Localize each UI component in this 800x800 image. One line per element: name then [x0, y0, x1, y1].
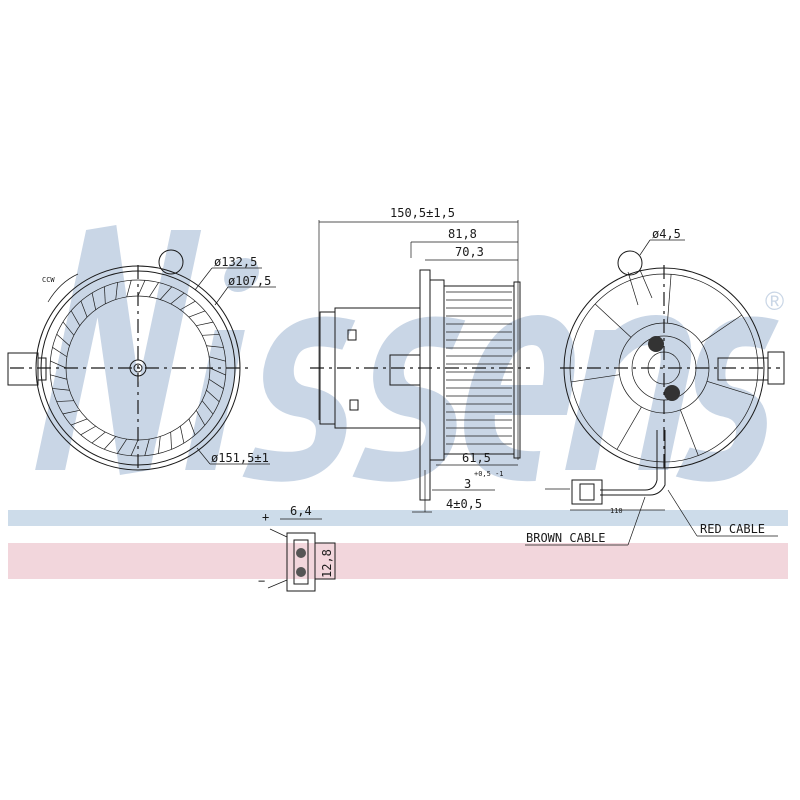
- fan-blade: [180, 300, 196, 311]
- fan-blade: [56, 333, 70, 347]
- dim-cable-length: 110: [610, 507, 623, 515]
- fan-blade: [103, 436, 117, 450]
- fan-blade: [91, 292, 97, 310]
- housing-spoke: [680, 409, 699, 456]
- fan-blade: [201, 400, 214, 415]
- fan-blade: [144, 439, 150, 456]
- fan-blade: [115, 282, 118, 300]
- rotation-label: CCW: [42, 276, 55, 284]
- nissens-watermark-logo: [35, 224, 779, 482]
- minus-terminal-label: −: [258, 574, 265, 588]
- fan-blade: [52, 347, 68, 358]
- housing-spoke: [701, 314, 742, 343]
- fan-blade: [137, 280, 146, 297]
- pink-band: [8, 543, 788, 579]
- fan-blade: [148, 282, 159, 298]
- side-view: 150,5±1,5 81,8 70,3 61,5 3 +0,5 -1 4±0,5: [310, 206, 530, 513]
- housing-spoke: [667, 274, 672, 324]
- connector-view: 6,4 12,8 + −: [258, 504, 336, 592]
- dim-connector-width: 6,4: [290, 504, 312, 518]
- dim-offset-2: 4±0,5: [446, 497, 482, 511]
- fan-blade: [130, 439, 139, 456]
- housing-spoke: [706, 380, 754, 397]
- fan-blade: [62, 409, 80, 415]
- fan-blade: [208, 378, 224, 389]
- fan-blade: [80, 425, 96, 436]
- fan-blade: [70, 310, 81, 326]
- fan-blade: [188, 310, 206, 318]
- rear-view: ø4,5 110 BROWN CABLE RED CABLE: [525, 227, 785, 546]
- registered-mark: ®: [765, 286, 784, 316]
- fan-blade: [158, 436, 161, 454]
- blue-band: [8, 510, 788, 526]
- fan-blade: [195, 410, 206, 426]
- dim-overall: 150,5±1,5: [390, 206, 455, 220]
- fan-blade: [50, 374, 67, 380]
- fan-blade: [104, 286, 106, 304]
- dim-wheel: 61,5: [462, 451, 491, 465]
- dim-hole-dia: ø4,5: [652, 227, 681, 241]
- fan-blade: [170, 292, 185, 305]
- dim-offset-1-tol: +0,5 -1: [474, 470, 504, 478]
- fan-blade: [91, 431, 106, 444]
- dim-offset-1: 3: [464, 477, 471, 491]
- fan-blade: [159, 286, 173, 300]
- housing-spoke: [616, 406, 642, 450]
- dim-depth-2: 70,3: [455, 245, 484, 259]
- red-cable-label: RED CABLE: [700, 522, 765, 536]
- fan-blade: [50, 360, 67, 369]
- fan-blade: [188, 418, 196, 436]
- front-view: CCW ø132,5 ø107,5 ø151,5±1: [7, 249, 276, 471]
- dim-dia-outer: ø132,5: [214, 255, 257, 269]
- fan-blade: [170, 432, 172, 450]
- fan-blade: [126, 280, 132, 297]
- fan-blade: [196, 321, 214, 327]
- fan-blade: [209, 356, 226, 362]
- fan-blade: [179, 426, 185, 444]
- brown-cable-label: BROWN CABLE: [526, 531, 605, 545]
- fan-blade: [206, 389, 220, 403]
- fan-blade: [206, 345, 224, 348]
- housing-spoke: [570, 374, 620, 383]
- dim-dia-inner: ø107,5: [228, 274, 271, 288]
- fan-blade: [56, 400, 74, 402]
- fan-blade: [209, 367, 226, 376]
- fan-blade: [52, 388, 70, 391]
- fan-blade: [70, 418, 88, 426]
- dim-dia-housing: ø151,5±1: [211, 451, 269, 465]
- housing-spoke: [594, 303, 632, 338]
- fan-blade: [80, 300, 88, 318]
- fan-blade: [62, 321, 75, 336]
- dim-connector-height: 12,8: [320, 549, 334, 578]
- fan-blade: [117, 438, 128, 454]
- fan-blade: [202, 334, 220, 336]
- dim-depth-1: 81,8: [448, 227, 477, 241]
- plus-terminal-label: +: [262, 510, 269, 524]
